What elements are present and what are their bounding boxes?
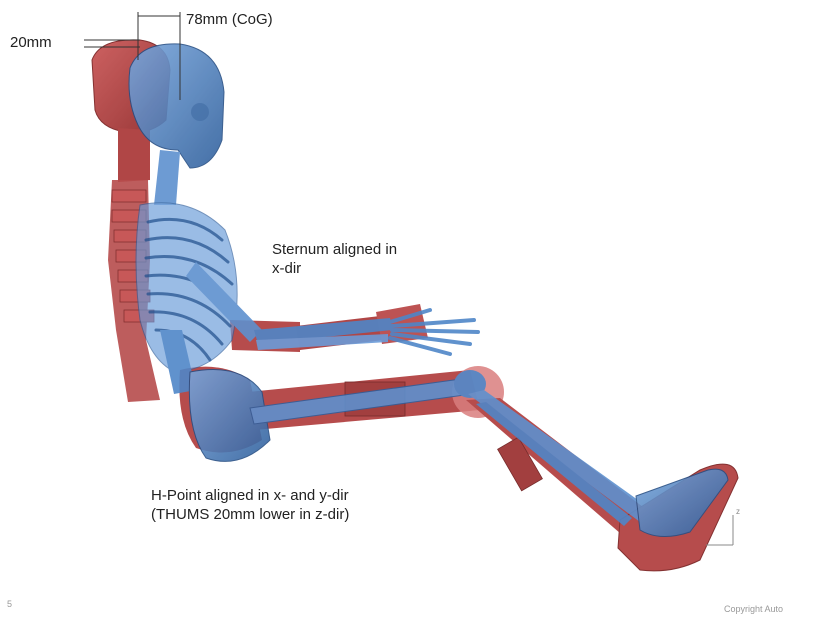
sternum-note: Sternum aligned in x-dir — [272, 240, 397, 278]
head-offset-label: 20mm — [10, 33, 52, 52]
blue-hand — [390, 310, 478, 354]
blue-ribcage — [136, 203, 237, 372]
sternum-note-line1: Sternum aligned in — [272, 240, 397, 259]
blue-neck — [154, 150, 180, 205]
sternum-note-line2: x-dir — [272, 259, 397, 278]
blue-eye-socket — [191, 103, 209, 121]
cog-offset-label: 78mm (CoG) — [186, 10, 273, 29]
hpoint-note: H-Point aligned in x- and y-dir (THUMS 2… — [151, 486, 349, 524]
hpoint-note-line2: (THUMS 20mm lower in z-dir) — [151, 505, 349, 524]
axis-z-label: z — [736, 507, 740, 516]
copyright-notice: Copyright Auto — [724, 604, 783, 614]
blue-skeleton-model — [129, 44, 728, 537]
page-number: 5 — [7, 599, 12, 609]
hpoint-note-line1: H-Point aligned in x- and y-dir — [151, 486, 349, 505]
